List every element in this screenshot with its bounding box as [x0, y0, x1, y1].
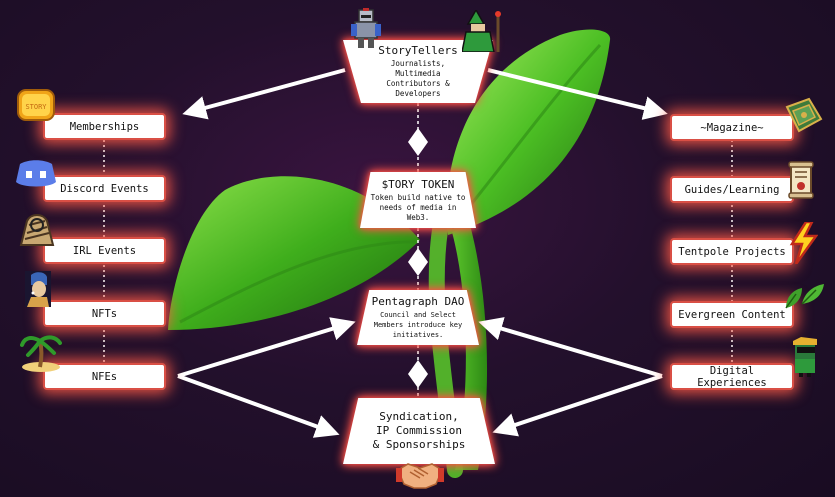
pentagraph-dao-subtitle: Council and Select Members introduce key…: [373, 311, 463, 339]
pearl-earring-girl-icon: [25, 271, 51, 307]
diamond-arrow-2: [408, 248, 428, 276]
story-token-title: $TORY TOKEN: [381, 177, 455, 191]
syndication-title: Syndication, IP Commission & Sponsorship…: [372, 410, 466, 451]
left-item-nfes: NFEs: [43, 363, 166, 390]
right-item-tentpole-projects: Tentpole Projects: [670, 238, 794, 265]
discord-icon: [14, 158, 58, 190]
knight-icon: [349, 8, 383, 50]
lightning-icon: [788, 220, 819, 265]
arrow-top-to-magazine: [487, 68, 668, 120]
spellbook-icon: [783, 97, 823, 135]
sprout-leaf-left: [168, 176, 420, 330]
arrow-nfes-to-syndication: [177, 374, 340, 438]
right-item-guides-learning: Guides/Learning: [670, 176, 794, 203]
arrow-digital-to-dao: [478, 317, 663, 378]
left-item-nfts: NFTs: [43, 300, 166, 327]
right-item-magazine: ~Magazine~: [670, 114, 794, 141]
right-item-digital-experiences: Digital Experiences: [670, 363, 794, 390]
palm-island-icon: [20, 333, 62, 373]
arrow-top-to-memberships: [182, 68, 346, 120]
story-token-subtitle: Token build native to needs of media in …: [370, 192, 466, 222]
story-coin-icon: STORY: [16, 87, 56, 123]
right-item-evergreen-content: Evergreen Content: [670, 301, 794, 328]
left-item-memberships: Memberships: [43, 113, 166, 140]
diamond-arrow-3: [408, 360, 428, 388]
pentagraph-dao-title: Pentagraph DAO: [371, 295, 465, 308]
story-coin-label: STORY: [25, 103, 47, 111]
arrow-digital-to-syndication: [492, 374, 663, 437]
diamond-arrow-1: [408, 128, 428, 156]
arrow-nfes-to-dao: [177, 317, 356, 378]
pentagraph-dao-node: Pentagraph DAO Council and Select Member…: [357, 290, 479, 345]
pixel-character-icon: [787, 337, 823, 377]
story-token-node: $TORY TOKEN Token build native to needs …: [360, 172, 476, 228]
left-item-irl-events: IRL Events: [43, 237, 166, 264]
handshake-icon: [396, 458, 444, 492]
wizard-icon: [461, 8, 506, 53]
syndication-node: Syndication, IP Commission & Sponsorship…: [343, 398, 495, 464]
detective-icon: [17, 211, 57, 247]
storytellers-subtitle: Journalists, Multimedia Contributors & D…: [386, 59, 450, 98]
scroll-icon: [787, 160, 815, 200]
left-item-discord-events: Discord Events: [43, 175, 166, 202]
storytellers-title: StoryTellers: [378, 44, 458, 57]
leaves-icon: [780, 280, 826, 312]
